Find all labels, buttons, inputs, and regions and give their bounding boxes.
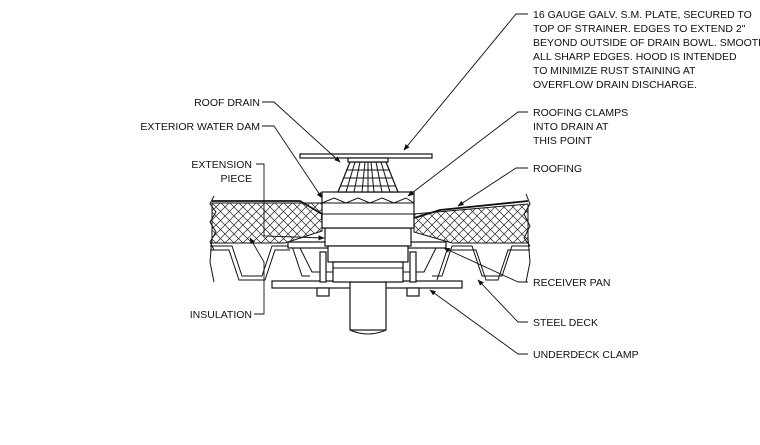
roof-drain-label: ROOF DRAIN <box>194 97 260 109</box>
insulation-layer <box>211 202 529 244</box>
drain-pipe <box>349 281 387 335</box>
receiver-pan-label: RECEIVER PAN <box>533 277 610 289</box>
leader-lines <box>249 13 528 355</box>
extension-piece <box>321 191 415 229</box>
plate-note-line-2: TOP OF STRAINER. EDGES TO EXTEND 2" <box>533 23 746 35</box>
plate-note-line-4: ALL SHARP EDGES. HOOD IS INTENDED <box>533 51 737 63</box>
sm-plate-hood <box>299 153 433 163</box>
strainer-dome <box>337 161 399 193</box>
drain-body <box>316 227 420 297</box>
plate-note-line-3: BEYOND OUTSIDE OF DRAIN BOWL. SMOOTH <box>533 37 760 49</box>
roofing-clamps-label-line-1: ROOFING CLAMPS <box>533 107 628 119</box>
underdeck-clamp-label: UNDERDECK CLAMP <box>533 349 639 361</box>
steel-deck-label: STEEL DECK <box>533 317 598 329</box>
exterior-water-dam-label: EXTERIOR WATER DAM <box>140 121 260 133</box>
extension-piece-label-line-1: EXTENSION <box>191 159 252 171</box>
roofing-label: ROOFING <box>533 163 582 175</box>
plate-note-line-1: 16 GAUGE GALV. S.M. PLATE, SECURED TO <box>533 9 752 21</box>
plate-note-line-6: OVERFLOW DRAIN DISCHARGE. <box>533 79 697 91</box>
insulation-label: INSULATION <box>190 309 252 321</box>
roofing-clamps-label-line-3: THIS POINT <box>533 135 593 147</box>
break-lines <box>209 193 531 251</box>
plate-note-label: 16 GAUGE GALV. S.M. PLATE, SECURED TO TO… <box>533 9 760 91</box>
extension-piece-label-line-2: PIECE <box>220 173 252 185</box>
roofing-clamps-label-line-2: INTO DRAIN AT <box>533 121 609 133</box>
plate-note-line-5: TO MINIMIZE RUST STAINING AT <box>533 65 696 77</box>
